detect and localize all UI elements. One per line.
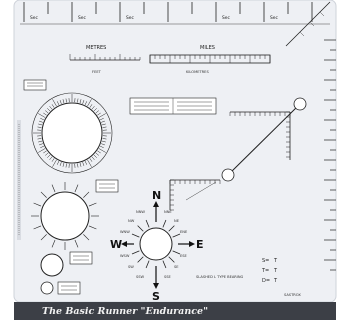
dial-hole bbox=[42, 103, 102, 163]
tiny-hole bbox=[41, 282, 53, 294]
conversion-table bbox=[130, 98, 216, 114]
top-scale-label: Sec bbox=[270, 15, 278, 21]
compass-point: NE bbox=[174, 219, 180, 223]
compass-west: W bbox=[110, 238, 122, 251]
compass-point: NNW bbox=[136, 210, 145, 214]
compass-hole bbox=[140, 228, 172, 260]
compass-point: WNW bbox=[120, 230, 130, 234]
compass-point: SSE bbox=[164, 275, 172, 279]
feet-scale-title: FEET bbox=[92, 70, 102, 74]
top-scale-label: Sec bbox=[126, 15, 134, 21]
small-hole bbox=[41, 254, 63, 276]
metric-scale-title: METRES bbox=[86, 45, 106, 51]
compass-point: SE bbox=[174, 265, 179, 269]
compass-point: ENE bbox=[180, 230, 188, 234]
compass-point: ESE bbox=[180, 254, 188, 258]
bearing-corner-text: SLASHED L TYPE BEARING bbox=[196, 275, 244, 279]
info-box-top-left bbox=[24, 80, 46, 90]
arm-hole-lower bbox=[222, 169, 234, 181]
formula-line-1-left: S= bbox=[262, 258, 269, 264]
kilometres-scale-title: KILOMETRES bbox=[186, 70, 209, 74]
compass-east: E bbox=[196, 238, 204, 251]
compass-north: N bbox=[152, 189, 161, 202]
brand-mark: SASTROX bbox=[284, 293, 301, 297]
arm-hole-upper bbox=[294, 98, 306, 110]
miles-scale-title: MILES bbox=[200, 45, 215, 51]
compass-point: NW bbox=[128, 219, 135, 223]
speed-dial-hole bbox=[41, 192, 89, 240]
compass-point: SSW bbox=[136, 275, 145, 279]
formula-line-3-left: D= bbox=[262, 278, 270, 284]
compass-point: NNE bbox=[164, 210, 172, 214]
compass-south: S bbox=[152, 290, 160, 303]
compass-point: WSW bbox=[120, 254, 130, 258]
formula-line-2-left: T= bbox=[261, 268, 269, 274]
left-edge-strip bbox=[17, 120, 21, 240]
top-scale-label: Sec bbox=[222, 15, 230, 21]
footer-title: The Basic Runner "Endurance" bbox=[42, 306, 208, 317]
compass-point: SW bbox=[128, 265, 134, 269]
top-scale-label: Sec bbox=[78, 15, 86, 21]
top-scale-label: Sec bbox=[30, 15, 38, 21]
footer-band: The Basic Runner "Endurance" bbox=[14, 302, 336, 320]
